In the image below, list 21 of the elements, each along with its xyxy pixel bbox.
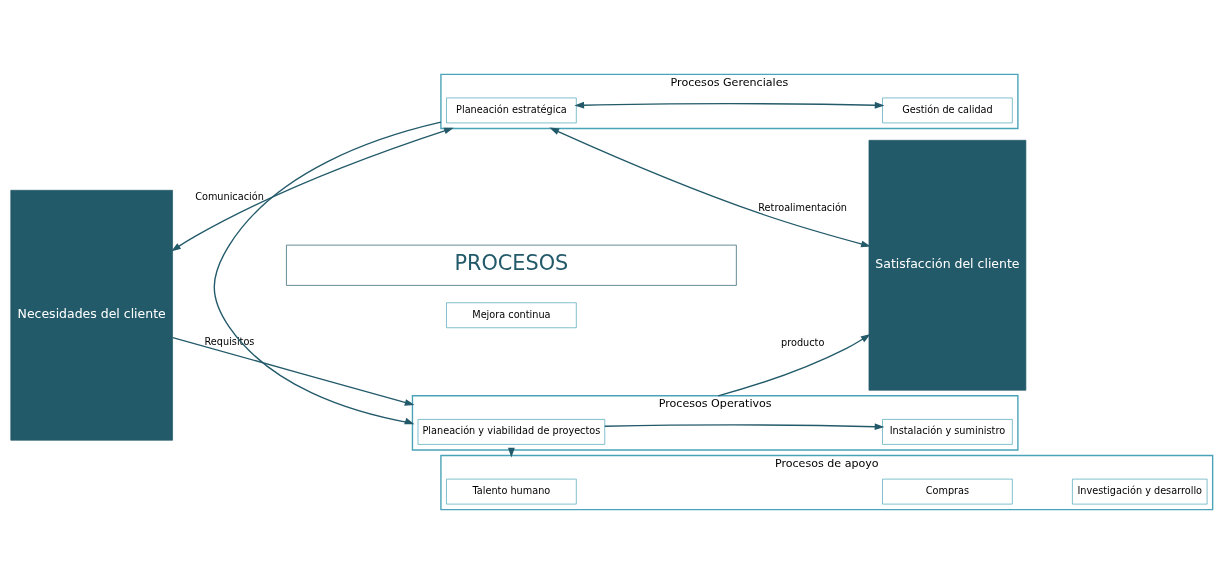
arrow [549,127,871,248]
arrow [171,127,454,252]
arrow [604,423,885,431]
edge-label: producto [781,336,825,348]
edge-label: Retroalimentación [758,201,848,213]
arrow [717,334,871,397]
node-box: Investigación y desarrollo [1072,478,1208,505]
arrow [213,121,442,425]
arrow [574,101,885,109]
edge-label: Comunicación [195,191,264,203]
node-box: Planeación estratégica [446,97,577,124]
node-box: PROCESOS [286,244,737,286]
node-box: Mejora continua [446,302,577,329]
node-box: Planeación y viabilidad de proyectos [417,419,606,445]
node-box: Talento humano [446,478,577,505]
node-box: Compras [882,478,1013,505]
node-box: Gestión de calidad [882,97,1013,124]
arrow [172,337,415,406]
node-box: Instalación y suministro [882,419,1013,445]
node-box: Necesidades del cliente [10,189,173,441]
node-box: Satisfacción del cliente [868,139,1027,391]
